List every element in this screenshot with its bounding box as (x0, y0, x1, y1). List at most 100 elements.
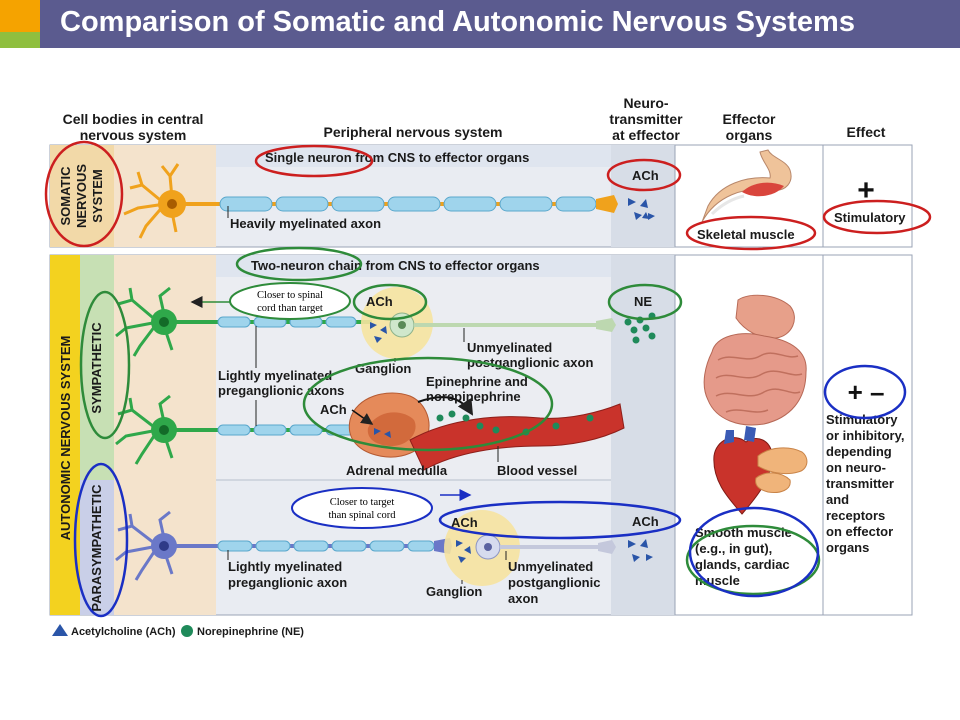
sympathetic-label: SYMPATHETIC (89, 322, 104, 414)
blood-vessel-label: Blood vessel (497, 463, 577, 478)
parasympathetic-pre-line1: Lightly myelinated (228, 559, 342, 574)
autonomic-chain-label: Two-neuron chain from CNS to effector or… (251, 258, 540, 273)
sympathetic-preganglionic-axon-1 (176, 316, 372, 328)
header-nt-line2: transmitter (609, 111, 683, 127)
slide-title: Comparison of Somatic and Autonomic Nerv… (60, 6, 855, 38)
sympathetic-note: Closer to spinal cord than target (229, 282, 351, 320)
epinephrine-line1: Epinephrine and (426, 374, 528, 389)
somatic-nt-label: ACh (632, 168, 659, 183)
somatic-effect-sign: + (857, 174, 875, 207)
red-circle-skeletal-muscle (685, 215, 817, 251)
sympathetic-neuron-2 (115, 394, 177, 465)
somatic-chain-label: Single neuron from CNS to effector organ… (265, 150, 529, 165)
sympathetic-ganglion-label: Ganglion (355, 361, 411, 376)
adrenal-ach-pointer (351, 409, 374, 425)
parasympathetic-nt-label: ACh (632, 514, 659, 529)
effect-line-3: depending (826, 444, 892, 459)
sympathetic-ganglion (361, 287, 433, 359)
header-nt-line3: at effector (612, 127, 680, 143)
blue-circle-parasympathetic-label (73, 462, 129, 618)
effect-line-8: on effector (826, 524, 893, 539)
red-circle-single-neuron (254, 144, 374, 178)
parasympathetic-note: Closer to target than spinal cord (291, 487, 433, 529)
autonomic-effect-sign: + – (848, 377, 885, 407)
title-accent-green (0, 32, 40, 48)
parasympathetic-post-line1: Unmyelinated (508, 559, 593, 574)
somatic-axon-label: Heavily myelinated axon (230, 216, 381, 231)
heart-illustration (713, 426, 773, 515)
autonomic-organ-line1: Smooth muscle (695, 525, 792, 540)
parasympathetic-post-line3: axon (508, 591, 538, 606)
green-circle-smooth-muscle (685, 524, 821, 596)
somatic-organ-label: Skeletal muscle (697, 227, 795, 242)
parasympathetic-label: PARASYMPATHETIC (89, 484, 104, 612)
sympathetic-preganglionic-axon-2 (176, 424, 376, 436)
somatic-neuron (123, 163, 186, 239)
sympathetic-postganglionic-axon (414, 318, 616, 332)
parasympathetic-ganglion-label: Ganglion (426, 584, 482, 599)
pancreas-illustration (755, 447, 808, 493)
blue-circle-organs (688, 506, 820, 598)
parasympathetic-post-line2: postganglionic (508, 575, 600, 590)
somatic-label-line1: SOMATIC (58, 166, 73, 226)
red-circle-somatic-ach (606, 158, 682, 192)
effect-line-5: transmitter (826, 476, 894, 491)
blue-circle-effect-sign (823, 364, 907, 420)
autonomic-effect-text: Stimulatory or inhibitory, depending on … (826, 412, 904, 555)
autonomic-organ-line2: (e.g., in gut), (695, 541, 772, 556)
sympathetic-pre-line2: preganglionic axons (218, 383, 344, 398)
legend-ne: Norepinephrine (NE) (197, 626, 304, 638)
legend-ach: Acetylcholine (ACh) (71, 626, 176, 638)
somatic-system-label: SOMATIC NERVOUS SYSTEM (58, 164, 105, 228)
title-bar: Comparison of Somatic and Autonomic Nerv… (0, 0, 960, 48)
header-effect: Effect (847, 124, 886, 140)
effect-line-4: on neuro- (826, 460, 886, 475)
green-circle-sympathetic-label (79, 290, 131, 440)
header-eff-line1: Effector (723, 111, 776, 127)
somatic-label-line3: SYSTEM (90, 169, 105, 222)
autonomic-system-label: AUTONOMIC NERVOUS SYSTEM (58, 336, 73, 541)
header-cns-line1: Cell bodies in central (63, 111, 204, 127)
parasympathetic-pre-line2: preganglionic axon (228, 575, 347, 590)
ne-legend-icon (181, 625, 193, 637)
stomach-intestine-illustration (703, 294, 807, 426)
ach-legend-icon (52, 624, 68, 636)
adrenal-ach-label: ACh (320, 402, 347, 417)
adrenal-medulla-label: Adrenal medulla (346, 463, 448, 478)
parasympathetic-note-line2: than spinal cord (328, 510, 396, 521)
green-circle-ne (607, 283, 683, 321)
sympathetic-nt-label: NE (634, 294, 652, 309)
somatic-label-line2: NERVOUS (74, 164, 89, 228)
green-circle-two-neuron (235, 246, 363, 282)
parasympathetic-ach-molecules (628, 539, 653, 562)
autonomic-organ-line3: glands, cardiac (695, 557, 790, 572)
title-accent-orange (0, 0, 40, 32)
legend: Acetylcholine (ACh) Norepinephrine (NE) (52, 624, 304, 638)
red-circle-somatic-label (44, 140, 124, 248)
somatic-ach-molecules (628, 198, 655, 220)
effect-line-7: receptors (826, 508, 885, 523)
highlight-circles (44, 140, 932, 618)
arm-illustration (701, 149, 792, 223)
sympathetic-neuron-1 (115, 286, 177, 357)
red-circle-stimulatory (822, 199, 932, 235)
effect-line-9: organs (826, 540, 869, 555)
sympathetic-post-line1: Unmyelinated (467, 340, 552, 355)
parasympathetic-note-line1: Closer to target (330, 497, 395, 508)
effect-line-6: and (826, 492, 849, 507)
epinephrine-arrow (417, 396, 474, 416)
effect-line-2: or inhibitory, (826, 428, 904, 443)
header-nt-line1: Neuro- (623, 95, 668, 111)
somatic-effect-label: Stimulatory (834, 210, 906, 225)
sympathetic-ganglion-ach: ACh (366, 294, 393, 309)
blue-circle-para-ach (438, 500, 682, 540)
header-cns-line2: nervous system (80, 127, 187, 143)
sympathetic-note-line2: cord than target (257, 303, 323, 314)
parasympathetic-ganglion-ach: ACh (451, 515, 478, 530)
header-pns: Peripheral nervous system (324, 124, 503, 140)
parasympathetic-ganglion (444, 510, 520, 586)
epinephrine-line2: norepinephrine (426, 389, 521, 404)
parasympathetic-postganglionic-axon (500, 540, 616, 554)
somatic-axon (185, 195, 618, 213)
